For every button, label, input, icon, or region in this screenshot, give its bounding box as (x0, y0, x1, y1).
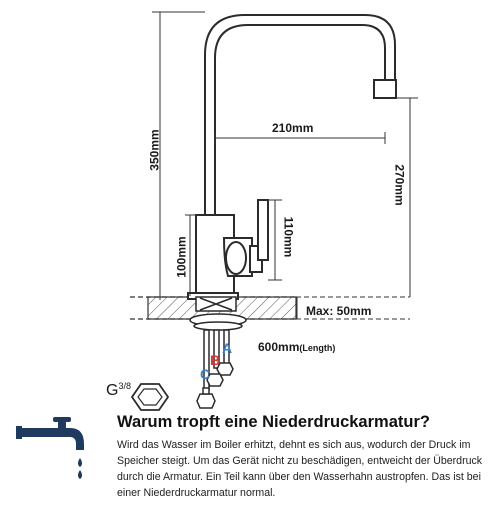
dim-110-label: 110mm (281, 216, 296, 258)
info-text: Wird das Wasser im Boiler erhitzt, dehnt… (117, 439, 483, 499)
dripping-tap-icon (16, 417, 84, 479)
hex-nut-icon (130, 383, 170, 411)
dim-350-label: 350mm (147, 129, 162, 171)
info-title: Warum tropft eine Niederdruckarmatur? (117, 413, 430, 431)
dim-100-label: 100mm (174, 236, 189, 278)
thread-fraction: 3/8 (118, 381, 131, 391)
thread-label: G3/8 (106, 381, 131, 400)
mount-assembly (189, 296, 247, 391)
hose-label-b: B (210, 352, 221, 368)
hose-nut-c (196, 387, 216, 409)
hose-nut-a (216, 362, 234, 376)
faucet-spout (204, 14, 397, 215)
hose-length-value: 600mm (258, 340, 300, 354)
dim-50-label: Max: 50mm (306, 304, 372, 318)
hose-label-c: C (200, 366, 211, 382)
hose-length-label: 600mm(Length) (258, 340, 335, 354)
dimension-lines (152, 11, 418, 319)
dim-270-label: 270mm (392, 164, 407, 206)
thread-letter: G (106, 382, 119, 399)
hose-length-note: (Length) (299, 343, 336, 353)
dim-210-label: 210mm (272, 121, 314, 135)
hose-nut-b (206, 373, 224, 387)
hose-label-a: A (222, 340, 233, 356)
faucet-body (187, 199, 269, 300)
